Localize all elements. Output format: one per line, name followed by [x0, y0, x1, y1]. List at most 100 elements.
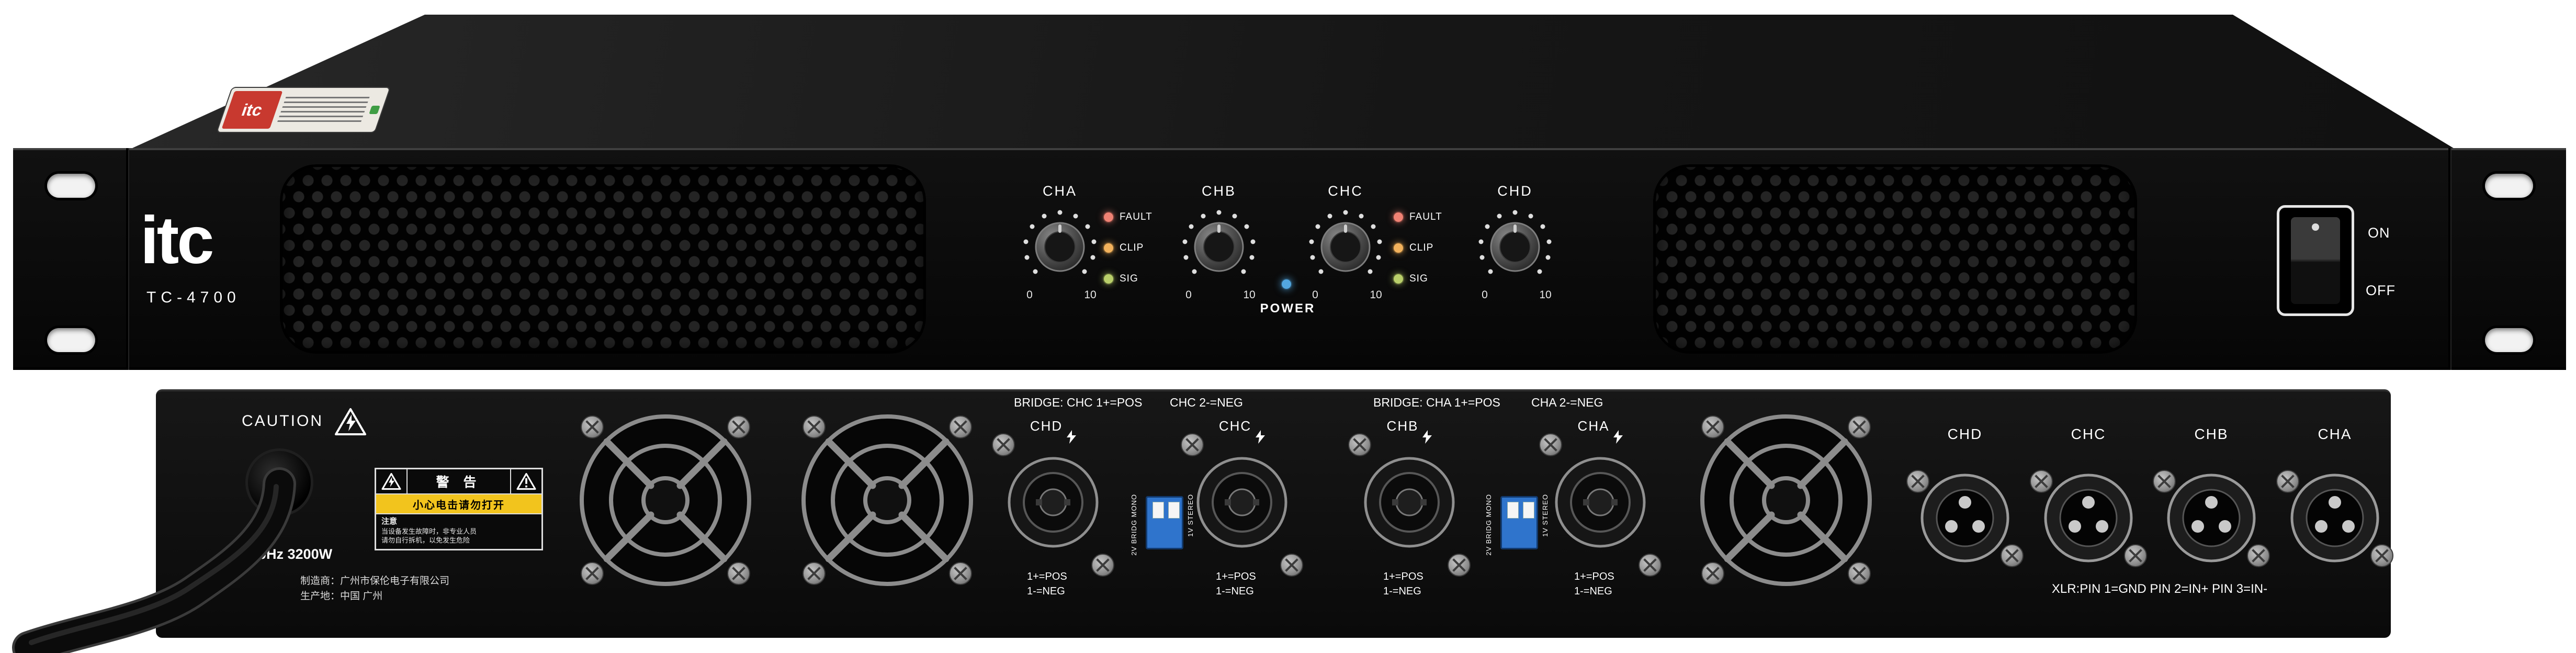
speakon-label: CHC: [1218, 418, 1252, 434]
screw: [2276, 470, 2299, 493]
power-rating: 0Hz 3200W: [258, 546, 333, 562]
knob-scale-min: 0: [1312, 289, 1318, 301]
power-switch[interactable]: [2277, 205, 2354, 316]
screw: [803, 415, 826, 438]
rack-mount-slot: [2485, 328, 2533, 352]
warning-note: 注意 当设备发生故障时，非专业人员 请勿自行拆机，以免发生危险: [376, 514, 541, 549]
cooling-fan-1: [580, 414, 751, 586]
speakon-neg: 1-=NEG: [1027, 586, 1065, 597]
dip-toggle[interactable]: [1168, 502, 1180, 519]
dip-toggle[interactable]: [1523, 502, 1534, 519]
screw: [1701, 562, 1724, 585]
speakon-connector: [1008, 457, 1099, 548]
rocker-mark-icon: [2312, 223, 2319, 231]
mode-dip-switch-1[interactable]: [1146, 496, 1183, 549]
screw: [992, 433, 1015, 456]
speakon-output-chc: CHC 1+=POS 1-=NEG: [1195, 418, 1289, 599]
power-cable: [12, 467, 296, 653]
dip-toggle[interactable]: [1507, 502, 1519, 519]
brand-logo: itc: [140, 203, 214, 278]
clip-label: CLIP: [1409, 242, 1434, 253]
speakon-label: CHB: [1386, 418, 1419, 434]
bolt-icon: [1422, 430, 1432, 444]
switch-off-label: OFF: [2366, 283, 2396, 298]
screw: [1701, 415, 1724, 438]
xlr-input-chb: CHB: [2164, 426, 2258, 568]
bolt-icon: [1613, 430, 1623, 444]
warning-title: 警 告: [436, 475, 482, 490]
dip-left-label: 2V BRIDG MONO: [1130, 494, 1138, 556]
clip-label: CLIP: [1120, 242, 1144, 253]
bridge-note-2: CHC 2-=NEG: [1170, 396, 1243, 409]
channel-label: CHB: [1201, 183, 1236, 199]
screw: [2001, 544, 2024, 567]
power-led: [1281, 278, 1292, 290]
channel-label: CHA: [1042, 183, 1077, 199]
knob-scale-max: 10: [1539, 289, 1552, 301]
certification-sticker: itc: [217, 88, 390, 132]
xlr-label: CHB: [2194, 426, 2229, 442]
gain-knob-chc[interactable]: [1304, 207, 1387, 278]
screw: [949, 562, 972, 585]
electric-shock-icon: [376, 469, 408, 493]
screw: [2124, 544, 2147, 567]
dip-right-label: 1V STEREO: [1541, 494, 1549, 537]
cooling-fan-3: [1700, 414, 1872, 586]
warning-label: 警 告 小心电击请勿打开 注意 当设备发生故障时，非专业人员 请勿自行拆机，以免…: [375, 468, 543, 550]
top-face: [127, 15, 2458, 151]
channel-section-cha: CHA 0 10: [1018, 183, 1102, 301]
knob-scale-max: 10: [1084, 289, 1097, 301]
screw: [1848, 415, 1871, 438]
screw: [1091, 554, 1114, 577]
sticker-mark: [369, 106, 380, 114]
speakon-neg: 1-=NEG: [1383, 586, 1421, 597]
screw: [1181, 433, 1204, 456]
gain-knob-cha[interactable]: [1018, 207, 1102, 278]
xlr-label: CHC: [2071, 426, 2106, 442]
gain-knob-chd[interactable]: [1473, 207, 1557, 278]
dip-toggle[interactable]: [1153, 502, 1164, 519]
xlr-connector: [2167, 474, 2256, 562]
screw: [803, 562, 826, 585]
screw: [1348, 433, 1371, 456]
knob-scale-min: 0: [1026, 289, 1033, 301]
fault-label: FAULT: [1409, 211, 1442, 222]
speakon-pos: 1+=POS: [1574, 571, 1614, 582]
switch-on-label: ON: [2368, 225, 2390, 241]
channel-label: CHD: [1497, 183, 1533, 199]
gain-knob-chb[interactable]: [1177, 207, 1261, 278]
clip-led: [1393, 242, 1404, 254]
exclamation-icon: [510, 469, 541, 493]
warning-note-line: 当设备发生故障时，非专业人员: [381, 527, 477, 535]
dip-right-label: 1V STEREO: [1187, 494, 1194, 537]
dip-left-label: 2V BRIDG MONO: [1485, 494, 1493, 556]
xlr-input-cha: CHA: [2288, 426, 2382, 568]
left-ventilation-grille: [280, 164, 926, 354]
mode-dip-switch-2[interactable]: [1500, 496, 1538, 549]
warning-note-title: 注意: [381, 517, 398, 526]
rack-ear-seam: [2448, 148, 2450, 370]
screw: [1539, 433, 1562, 456]
speakon-label: CHA: [1577, 418, 1610, 434]
sig-label: SIG: [1120, 273, 1138, 284]
high-voltage-icon: [335, 408, 366, 435]
model-number: TC-4700: [146, 289, 241, 306]
power-label: POWER: [1260, 301, 1316, 316]
led-indicator-group-1: FAULT CLIP SIG: [1103, 210, 1153, 286]
fault-led: [1393, 211, 1404, 223]
rear-panel: CAUTION 0Hz 3200W 制造商：广州市保伦电子有限公司 生产地：中国…: [156, 389, 2393, 638]
led-indicator-group-2: FAULT CLIP SIG: [1393, 210, 1442, 286]
screw: [1848, 562, 1871, 585]
xlr-connector: [1920, 474, 2009, 562]
bridge-note-3: BRIDGE: CHA 1+=POS: [1373, 396, 1500, 409]
fault-led: [1103, 211, 1114, 223]
xlr-connector: [2290, 474, 2379, 562]
rack-ear-seam: [126, 148, 128, 370]
speakon-connector: [1364, 457, 1455, 548]
screw: [2153, 470, 2176, 493]
warning-subtitle: 小心电击请勿打开: [376, 494, 541, 514]
speakon-pos: 1+=POS: [1216, 571, 1256, 582]
rocker[interactable]: [2290, 216, 2341, 305]
speakon-neg: 1-=NEG: [1574, 586, 1612, 597]
